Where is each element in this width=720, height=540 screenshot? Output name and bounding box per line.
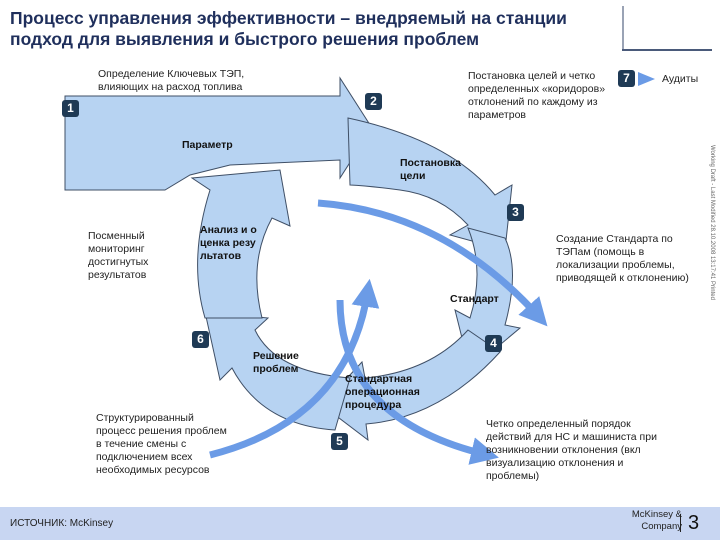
badge-5: 5 — [331, 433, 348, 450]
badge-2: 2 — [365, 93, 382, 110]
note-problem-solving: Структурированный процесс решения пробле… — [96, 412, 227, 476]
page-title: Процесс управления эффективности – внедр… — [10, 8, 567, 49]
label-parametr: Параметр — [182, 139, 233, 151]
label-analysis: Анализ и оценка результатов — [200, 224, 257, 262]
title-divider-vertical — [622, 6, 624, 51]
legend-arrow-icon — [638, 72, 655, 86]
company-logo: McKinsey & Company — [631, 509, 682, 532]
label-problem-solving: Решение проблем — [253, 350, 299, 375]
flow-arrow-up — [209, 278, 380, 459]
note-parametr: Определение Ключевых ТЭП, влияющих на ра… — [98, 68, 245, 93]
badge-4: 4 — [485, 335, 502, 352]
badge-1: 1 — [62, 100, 79, 117]
legend-label: Аудиты — [662, 73, 699, 85]
flow-arrow-top — [317, 199, 548, 327]
logo-divider — [680, 514, 681, 532]
segment-analysis — [190, 169, 291, 319]
note-sop: Четко определенный порядок действий для … — [486, 418, 657, 482]
footer-source: ИСТОЧНИК: McKinsey — [10, 518, 114, 529]
badge-6: 6 — [192, 331, 209, 348]
side-draft-stamp: Working Draft - Last Modified 28.10.2008… — [709, 145, 715, 300]
page-number: 3 — [688, 512, 700, 534]
label-standard: Стандарт — [450, 293, 499, 305]
note-goal: Постановка целей и четко определенных «к… — [468, 70, 606, 121]
label-goal: Постановка цели — [400, 157, 461, 182]
badge-7: 7 — [618, 70, 635, 87]
segment-parametr — [64, 76, 373, 191]
segment-sop — [321, 329, 501, 442]
note-analysis: Посменный мониторинг достигнутых результ… — [88, 230, 149, 281]
title-divider — [622, 49, 712, 51]
flow-arrow-down — [336, 299, 499, 465]
note-standard: Создание Стандарта по ТЭПам (помощь в ло… — [556, 233, 689, 284]
label-sop: Стандартная операционная процедура — [345, 373, 420, 411]
segment-goal — [347, 117, 513, 251]
footer-bar — [0, 507, 720, 540]
badge-3: 3 — [507, 204, 524, 221]
